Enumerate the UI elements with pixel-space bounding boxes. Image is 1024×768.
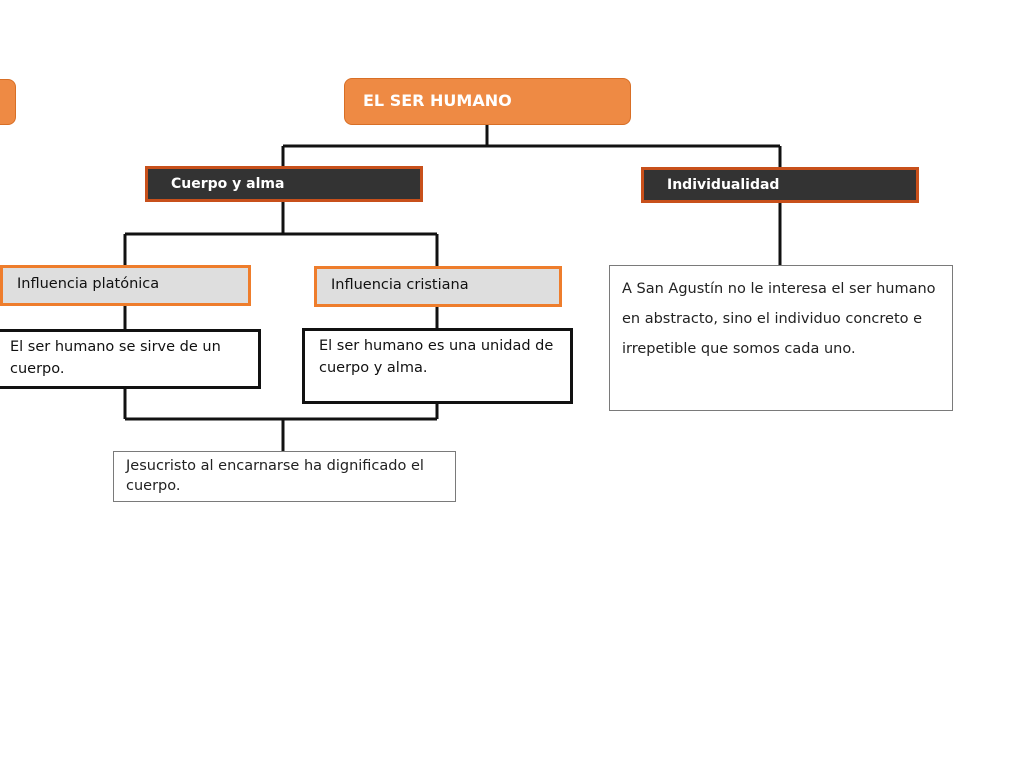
branch-cuerpo-alma-label: Cuerpo y alma bbox=[171, 176, 285, 192]
root-label: EL SER HUMANO bbox=[363, 91, 512, 110]
detail-platonica-text: El ser humano se sirve de un cuerpo. bbox=[10, 339, 221, 377]
clipped-orange-shape bbox=[0, 79, 16, 125]
conclusion-text: Jesucristo al encarnarse ha dignificado … bbox=[126, 458, 424, 494]
branch-cuerpo-alma: Cuerpo y alma bbox=[145, 166, 423, 202]
detail-individualidad-text: A San Agustín no le interesa el ser huma… bbox=[622, 281, 936, 357]
branch-individualidad: Individualidad bbox=[641, 167, 919, 203]
detail-individualidad: A San Agustín no le interesa el ser huma… bbox=[609, 265, 953, 411]
detail-cristiana: El ser humano es una unidad de cuerpo y … bbox=[302, 328, 573, 404]
sub-influencia-platonica-label: Influencia platónica bbox=[17, 276, 160, 292]
root-node: EL SER HUMANO bbox=[344, 78, 631, 125]
detail-platonica: El ser humano se sirve de un cuerpo. bbox=[0, 329, 261, 389]
sub-influencia-platonica: Influencia platónica bbox=[0, 265, 251, 306]
detail-cristiana-text: El ser humano es una unidad de cuerpo y … bbox=[319, 338, 554, 376]
conclusion-box: Jesucristo al encarnarse ha dignificado … bbox=[113, 451, 456, 502]
sub-influencia-cristiana: Influencia cristiana bbox=[314, 266, 562, 307]
branch-individualidad-label: Individualidad bbox=[667, 177, 780, 193]
sub-influencia-cristiana-label: Influencia cristiana bbox=[331, 277, 469, 293]
